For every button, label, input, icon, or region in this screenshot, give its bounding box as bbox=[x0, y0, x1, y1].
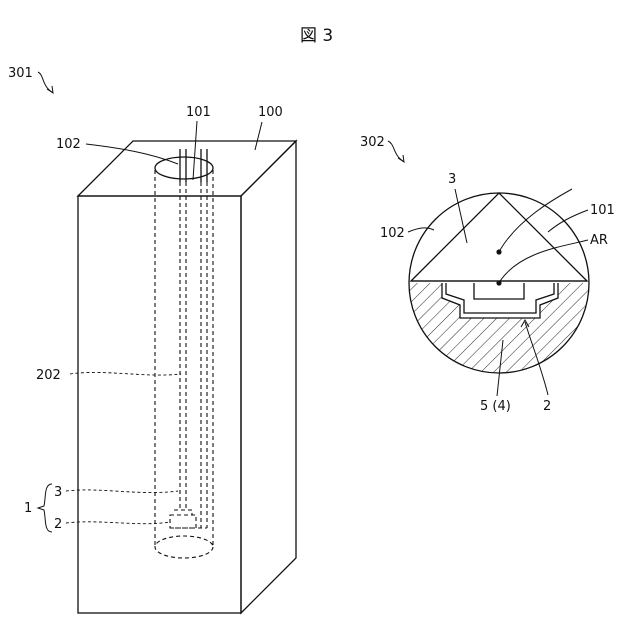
leader-102-right bbox=[408, 228, 434, 232]
figure-title: 図 3 bbox=[300, 26, 333, 46]
opening-102-ellipse bbox=[155, 157, 213, 179]
cylinder-bottom-ellipse bbox=[155, 536, 213, 558]
leader-ca bbox=[500, 189, 572, 250]
point-ar bbox=[496, 280, 501, 285]
label-group-1: 1 bbox=[24, 501, 32, 516]
ref-302-label: 302 bbox=[360, 135, 385, 150]
leader-100 bbox=[255, 122, 262, 150]
label-3-left: 3 bbox=[54, 485, 62, 500]
label-2-left: 2 bbox=[54, 517, 62, 532]
label-100: 100 bbox=[258, 105, 283, 120]
label-ar: AR bbox=[590, 233, 608, 248]
part-3-triangle bbox=[411, 193, 587, 281]
leader-102-left bbox=[86, 144, 178, 164]
right-view: 302 3 102 101 AR 5 (4) 2 bbox=[360, 135, 615, 414]
label-101-left: 101 bbox=[186, 105, 211, 120]
block-100 bbox=[78, 141, 296, 613]
label-202: 202 bbox=[36, 368, 61, 383]
ref-301-arrow bbox=[38, 72, 52, 92]
left-view: 301 101 100 102 bbox=[8, 66, 296, 613]
part-2-shape bbox=[170, 515, 196, 528]
label-3-right: 3 bbox=[448, 172, 456, 187]
point-ca bbox=[496, 249, 501, 254]
ref-302-arrow bbox=[388, 141, 403, 161]
label-5-4: 5 (4) bbox=[480, 399, 511, 414]
leader-101-right bbox=[548, 210, 588, 232]
label-102-right: 102 bbox=[380, 226, 405, 241]
leader-2-left bbox=[66, 522, 170, 524]
brace-group-1 bbox=[38, 484, 52, 532]
label-102-left: 102 bbox=[56, 137, 81, 152]
leader-202 bbox=[70, 372, 181, 375]
leader-ar bbox=[500, 240, 588, 281]
leader-101-left bbox=[193, 121, 197, 180]
ref-301-label: 301 bbox=[8, 66, 33, 81]
label-101-right: 101 bbox=[590, 203, 615, 218]
label-2-right: 2 bbox=[543, 399, 551, 414]
leader-3-left bbox=[66, 490, 178, 493]
